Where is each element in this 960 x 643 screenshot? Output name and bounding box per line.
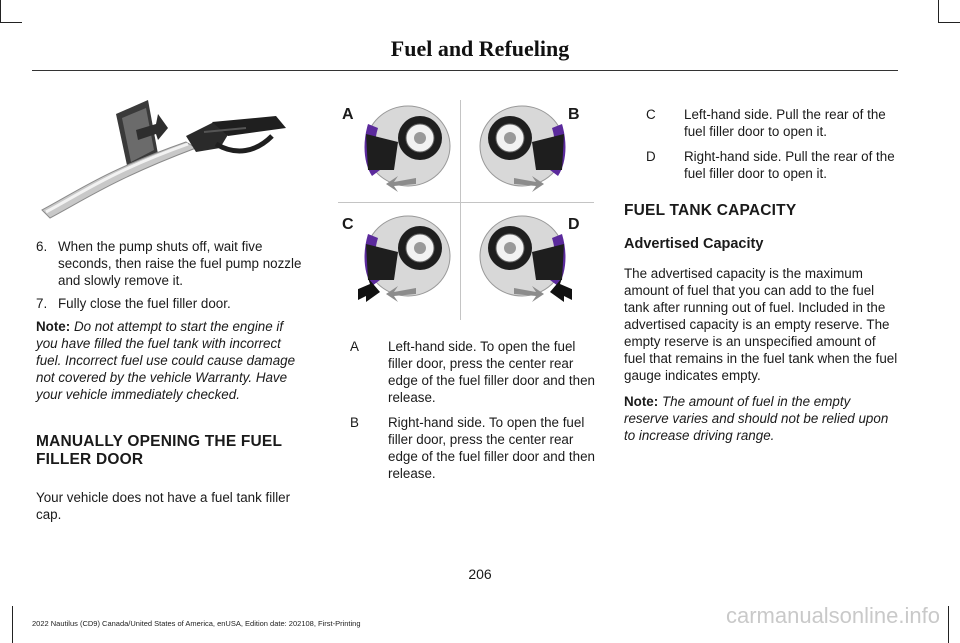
figure-label-b: B — [568, 106, 580, 123]
crop-mark — [0, 22, 22, 23]
crop-mark — [938, 0, 939, 22]
step-number: 7. — [36, 296, 48, 311]
fuel-nozzle-illustration — [36, 92, 292, 220]
note-label: Note: — [36, 319, 71, 334]
callout-letter: C — [646, 107, 656, 122]
callout-text: Right-hand side. Pull the rear of the fu… — [684, 149, 895, 181]
fuel-door-panel-b — [479, 105, 566, 192]
header-divider — [32, 70, 898, 71]
section-heading: MANUALLY OPENING THE FUEL FILLER DOOR — [36, 433, 282, 468]
instruction-step: 7. Fully close the fuel filler door. — [36, 295, 306, 312]
figure-label-a: A — [342, 106, 354, 123]
warning-note: Note: Do not attempt to start the engine… — [36, 318, 306, 403]
figure-label-d: D — [568, 216, 580, 233]
section-heading: FUEL TANK CAPACITY — [624, 202, 797, 219]
info-note: Note: The amount of fuel in the empty re… — [624, 393, 898, 444]
crop-mark — [948, 606, 949, 643]
watermark: carmanualsonline.info — [725, 603, 940, 628]
middle-column: A Left-hand side. To open the fuel fille… — [350, 338, 595, 490]
page-number: 206 — [468, 566, 492, 582]
callout-text: Left-hand side. Pull the rear of the fue… — [684, 107, 886, 139]
note-label: Note: — [624, 394, 659, 409]
page-header-title: Fuel and Refueling — [390, 36, 570, 61]
right-column-body: FUEL TANK CAPACITY Advertised Capacity T… — [624, 202, 898, 444]
fuel-door-panel-d — [479, 215, 572, 302]
fuel-door-figure: A B C D — [338, 100, 594, 320]
crop-mark — [0, 0, 1, 22]
note-text: Do not attempt to start the engine if yo… — [36, 319, 296, 402]
right-column: C Left-hand side. Pull the rear of the f… — [642, 106, 898, 190]
crop-mark — [938, 22, 960, 23]
callout-letter: D — [646, 149, 656, 164]
figure-label-c: C — [342, 216, 354, 233]
callout-letter: A — [350, 339, 359, 354]
callout-list: C Left-hand side. Pull the rear of the f… — [642, 106, 898, 182]
fuel-door-panel-a — [364, 105, 451, 192]
subsection-heading: Advertised Capacity — [624, 236, 764, 252]
step-number: 6. — [36, 239, 48, 254]
callout-text: Right-hand side. To open the fuel filler… — [388, 415, 595, 481]
figure-callout: C Left-hand side. Pull the rear of the f… — [646, 106, 898, 140]
footer-edition-text: 2022 Nautilus (CD9) Canada/United States… — [32, 619, 361, 628]
section-paragraph: The advertised capacity is the maximum a… — [624, 266, 898, 383]
figure-divider-vertical — [460, 100, 461, 320]
figure-callout: A Left-hand side. To open the fuel fille… — [350, 338, 595, 406]
callout-text: Left-hand side. To open the fuel filler … — [388, 339, 595, 405]
crop-mark — [12, 606, 13, 643]
instruction-step: 6. When the pump shuts off, wait five se… — [36, 238, 306, 289]
fuel-door-panel-c — [358, 215, 451, 302]
figure-callout: D Right-hand side. Pull the rear of the … — [646, 148, 898, 182]
figure-divider-horizontal — [338, 202, 594, 203]
note-text: The amount of fuel in the empty reserve … — [624, 394, 889, 443]
section-paragraph: Your vehicle does not have a fuel tank f… — [36, 490, 291, 522]
figure-callout: B Right-hand side. To open the fuel fill… — [350, 414, 595, 482]
step-text: When the pump shuts off, wait five secon… — [58, 239, 302, 288]
callout-letter: B — [350, 415, 359, 430]
left-column: 6. When the pump shuts off, wait five se… — [36, 238, 306, 523]
step-text: Fully close the fuel filler door. — [58, 296, 231, 311]
